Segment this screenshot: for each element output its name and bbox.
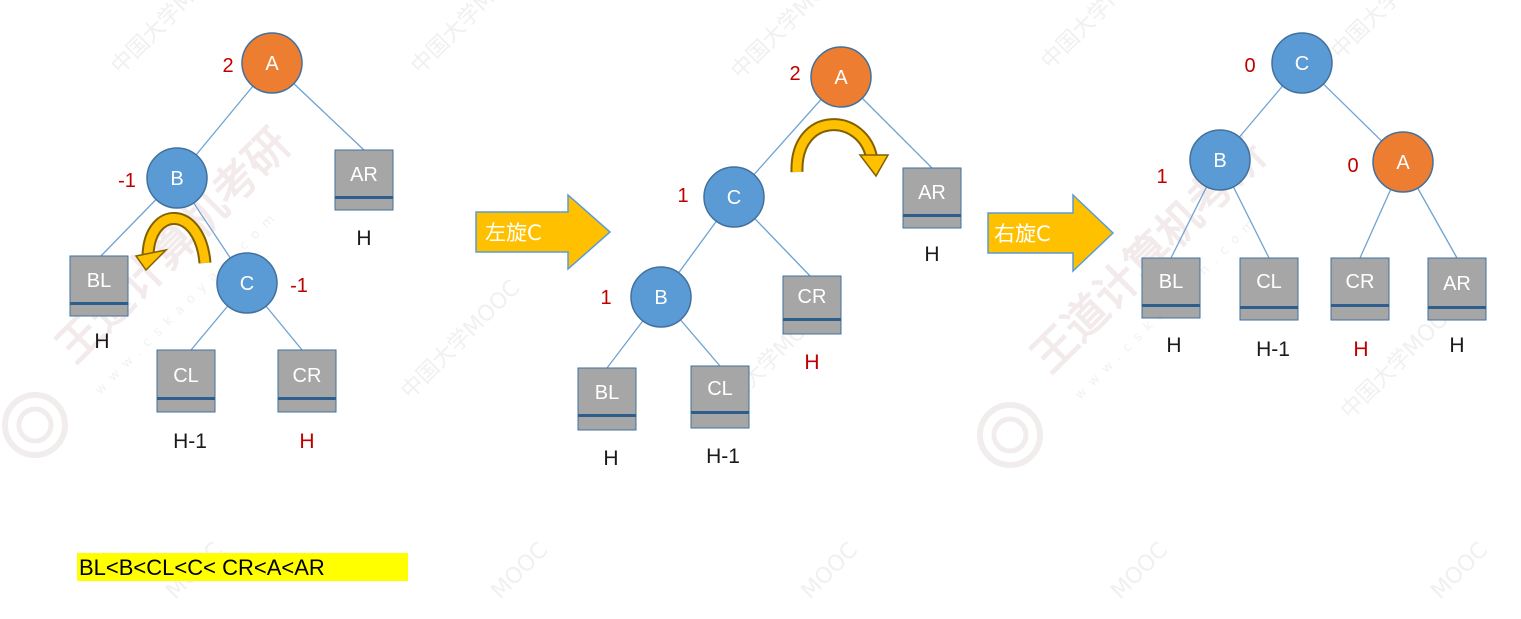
node-label: B (170, 168, 183, 190)
subtree-height: H-1 (706, 445, 740, 468)
subtree-bl: BL (577, 367, 637, 431)
subtree-cl: CL (1239, 257, 1299, 321)
step-label: 左旋C (485, 221, 542, 245)
subtree-height: H-1 (1256, 338, 1290, 361)
subtree-label: AR (1443, 273, 1471, 295)
balance-factor: -1 (118, 170, 136, 192)
node-label: C (727, 187, 741, 209)
subtree-label: BL (1159, 271, 1183, 293)
balance-factor: 0 (1244, 55, 1255, 77)
node-label: A (265, 53, 279, 75)
tree-node-a: A (810, 46, 872, 108)
tree-node-b: B (1189, 129, 1251, 191)
watermark-text: 中国大学MOOC (407, 0, 536, 79)
subtree-label: BL (87, 270, 111, 292)
subtree-height: H (924, 243, 939, 266)
balance-factor: 1 (1156, 166, 1167, 188)
balance-factor: -1 (290, 275, 308, 297)
subtree-label: CR (293, 365, 322, 387)
subtree-height: H (299, 430, 314, 453)
watermark-text: 中国大学MOOC (1037, 0, 1166, 74)
subtree-cr: CR (1330, 257, 1390, 321)
watermark-text: 中国大学MOOC (397, 276, 526, 405)
subtree-label: CL (1256, 271, 1282, 293)
subtree-cl: CL (690, 365, 750, 429)
watermark-mooc: MOOC (1107, 538, 1173, 604)
inorder-caption-text: BL<B<CL<C< CR<A<AR (79, 555, 325, 580)
subtree-ar: AR (1427, 257, 1487, 321)
node-label: A (1396, 152, 1410, 174)
node-label: B (1213, 150, 1226, 172)
subtree-height: H (94, 330, 109, 353)
subtree-ar: AR (902, 167, 962, 229)
subtree-cr: CR (277, 349, 337, 413)
balance-factor: 2 (222, 55, 233, 77)
tree-node-c: C (703, 166, 765, 228)
balance-factor: 0 (1347, 155, 1358, 177)
node-label: B (654, 287, 667, 309)
step-label: 右旋C (994, 222, 1051, 246)
subtree-cr: CR (782, 275, 842, 335)
watermark-mooc: MOOC (1427, 538, 1493, 604)
tree-node-b: B (630, 266, 692, 328)
node-label: C (1295, 53, 1309, 75)
tree-node-b: B (146, 147, 208, 209)
subtree-bl: BL (69, 255, 129, 317)
subtree-ar: AR (334, 149, 394, 211)
balance-factor: 2 (789, 63, 800, 85)
step-arrow-left-rotate: 左旋C (475, 193, 612, 271)
tree-node-a: A (241, 32, 303, 94)
subtree-height: H (356, 227, 371, 250)
inorder-caption: BL<B<CL<C< CR<A<AR (77, 553, 408, 581)
subtree-bl: BL (1141, 257, 1201, 319)
watermark-mooc: MOOC (487, 538, 553, 604)
balance-factor: 1 (600, 287, 611, 309)
subtree-height: H (1353, 338, 1368, 361)
tree-node-a: A (1372, 131, 1434, 193)
watermark-text: 中国大学MOOC (1327, 0, 1456, 64)
node-label: C (240, 273, 254, 295)
rotation-arrow-icon (790, 118, 890, 178)
subtree-label: AR (350, 164, 378, 186)
tree-after-right-rotation: C 0 B 1 A 0 BL H CL H-1 CR H (1141, 32, 1487, 361)
subtree-label: CR (798, 286, 827, 308)
subtree-label: CR (1346, 271, 1375, 293)
subtree-label: CL (707, 378, 733, 400)
tree-before: A 2 B -1 C -1 AR H BL H (69, 32, 394, 453)
step-arrow-right-rotate: 右旋C (987, 193, 1115, 273)
tree-after-left-rotation: A 2 C 1 B 1 AR H CR H (577, 46, 962, 470)
watermark-text: 中国大学MOOC (107, 0, 236, 79)
subtree-height: H (603, 447, 618, 470)
watermark-mooc: MOOC (797, 538, 863, 604)
subtree-label: BL (595, 382, 619, 404)
subtree-cl: CL (156, 349, 216, 413)
subtree-label: CL (173, 365, 199, 387)
subtree-label: AR (918, 182, 946, 204)
node-label: A (834, 67, 848, 89)
balance-factor: 1 (677, 185, 688, 207)
subtree-height: H (804, 351, 819, 374)
rotation-arrow-icon (134, 212, 212, 272)
tree-node-c: C (216, 252, 278, 314)
tree-node-c: C (1271, 32, 1333, 94)
subtree-height: H (1166, 334, 1181, 357)
subtree-height: H (1449, 334, 1464, 357)
subtree-height: H-1 (173, 430, 207, 453)
